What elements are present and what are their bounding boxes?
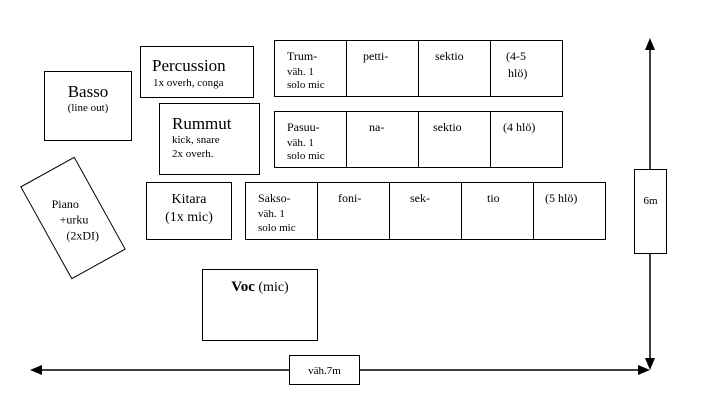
pasuuna-cell-label-3: sektio bbox=[433, 120, 462, 134]
trumpet-note1: väh. 1 bbox=[287, 66, 314, 78]
pasuuna-section-cell-1: Pasuu- väh. 1 solo mic bbox=[274, 111, 347, 168]
trumpet-cell-label-2: petti- bbox=[363, 49, 389, 63]
width-label-box: väh.7m bbox=[289, 355, 360, 385]
piano-line2: +urku bbox=[59, 212, 89, 227]
saksofoni-note1: väh. 1 bbox=[258, 208, 285, 220]
saksofoni-cell-label-3: sek- bbox=[410, 191, 430, 205]
voc-label: Voc bbox=[231, 279, 255, 295]
basso-sub: (line out) bbox=[67, 102, 109, 114]
piano-line1: Piano bbox=[51, 197, 79, 212]
depth-arrow-head-down bbox=[645, 358, 655, 370]
piano-line3: (2xDI) bbox=[66, 228, 100, 243]
saksofoni-note2: solo mic bbox=[258, 222, 296, 234]
percussion-box: Percussion 1x overh, conga bbox=[140, 46, 254, 98]
percussion-label: Percussion bbox=[152, 56, 226, 75]
saksofoni-section-cell-3: sek- bbox=[389, 182, 462, 240]
pasuuna-section-cell-3: sektio bbox=[418, 111, 491, 168]
depth-label: 6m bbox=[643, 195, 658, 207]
trumpet-cell-label-4: (4-5 bbox=[506, 49, 526, 63]
basso-label: Basso bbox=[67, 82, 109, 101]
saksofoni-cell-label-1: Sakso- bbox=[258, 191, 291, 205]
kitara-sub: (1x mic) bbox=[165, 210, 213, 225]
rummut-sub1: kick, snare bbox=[172, 134, 220, 146]
rummut-sub2: 2x overh. bbox=[172, 148, 214, 160]
depth-arrow-head-up bbox=[645, 38, 655, 50]
saksofoni-section-cell-5: (5 hlö) bbox=[533, 182, 606, 240]
percussion-sub: 1x overh, conga bbox=[153, 77, 224, 89]
basso-box: Basso (line out) bbox=[44, 71, 132, 141]
kitara-label: Kitara bbox=[171, 192, 207, 207]
saksofoni-cell-label-5: (5 hlö) bbox=[545, 191, 578, 205]
width-arrow-head-right bbox=[638, 365, 650, 375]
trumpet-section-cell-3: sektio bbox=[418, 40, 491, 97]
trumpet-cell-label-5: hlö) bbox=[508, 66, 528, 80]
pasuuna-section-cell-2: na- bbox=[346, 111, 419, 168]
pasuuna-cell-label-2: na- bbox=[369, 120, 385, 134]
saksofoni-section-cell-4: tio bbox=[461, 182, 534, 240]
trumpet-note2: solo mic bbox=[287, 79, 325, 91]
depth-label-box: 6m bbox=[634, 169, 667, 254]
trumpet-section-cell-4: (4-5 hlö) bbox=[490, 40, 563, 97]
trumpet-cell-label-3: sektio bbox=[435, 49, 464, 63]
pasuuna-section-cell-4: (4 hlö) bbox=[490, 111, 563, 168]
voc-sub: (mic) bbox=[258, 280, 289, 295]
width-label: väh.7m bbox=[308, 365, 341, 377]
trumpet-section-cell-2: petti- bbox=[346, 40, 419, 97]
saksofoni-section-cell-1: Sakso- väh. 1 solo mic bbox=[245, 182, 318, 240]
trumpet-section-cell-1: Trum- väh. 1 solo mic bbox=[274, 40, 347, 97]
saksofoni-cell-label-4: tio bbox=[487, 191, 500, 205]
pasuuna-note2: solo mic bbox=[287, 150, 325, 162]
voc-box: Voc (mic) bbox=[202, 269, 318, 341]
pasuuna-cell-label-4: (4 hlö) bbox=[503, 120, 536, 134]
kitara-box: Kitara (1x mic) bbox=[146, 182, 232, 240]
saksofoni-cell-label-2: foni- bbox=[338, 191, 362, 205]
rummut-label: Rummut bbox=[172, 114, 232, 133]
pasuuna-cell-label-1: Pasuu- bbox=[287, 120, 320, 134]
pasuuna-note1: väh. 1 bbox=[287, 137, 314, 149]
voc-line: Voc (mic) bbox=[203, 280, 317, 295]
saksofoni-section-cell-2: foni- bbox=[317, 182, 390, 240]
rummut-box: Rummut kick, snare 2x overh. bbox=[159, 103, 260, 175]
trumpet-cell-label-1: Trum- bbox=[287, 49, 318, 63]
width-arrow-head-left bbox=[30, 365, 42, 375]
